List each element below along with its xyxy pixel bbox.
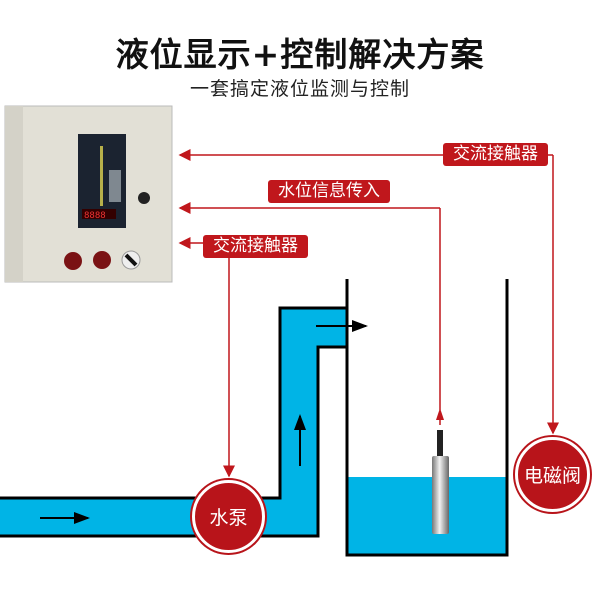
page-subtitle: 一套搞定液位监测与控制	[189, 78, 410, 100]
page-title: 液位显示+控制解决方案	[115, 35, 485, 74]
water-tank	[345, 279, 509, 557]
water-pipe	[0, 308, 347, 536]
contactor-label-top: 交流接触器	[443, 143, 548, 166]
water-level-signal-label: 水位信息传入	[268, 180, 390, 203]
solenoid-valve-badge: 电磁阀	[515, 437, 590, 512]
svg-text:8888: 8888	[84, 211, 106, 221]
lower-alarm-button	[93, 251, 111, 269]
indicator-light	[138, 192, 150, 204]
tank-water	[347, 477, 507, 555]
pump-badge: 水泵	[192, 480, 265, 553]
level-sensor	[432, 430, 449, 534]
contactor-label-bottom: 交流接触器	[203, 235, 308, 258]
upper-alarm-button	[64, 252, 82, 270]
control-cabinet: 8888	[4, 105, 173, 283]
